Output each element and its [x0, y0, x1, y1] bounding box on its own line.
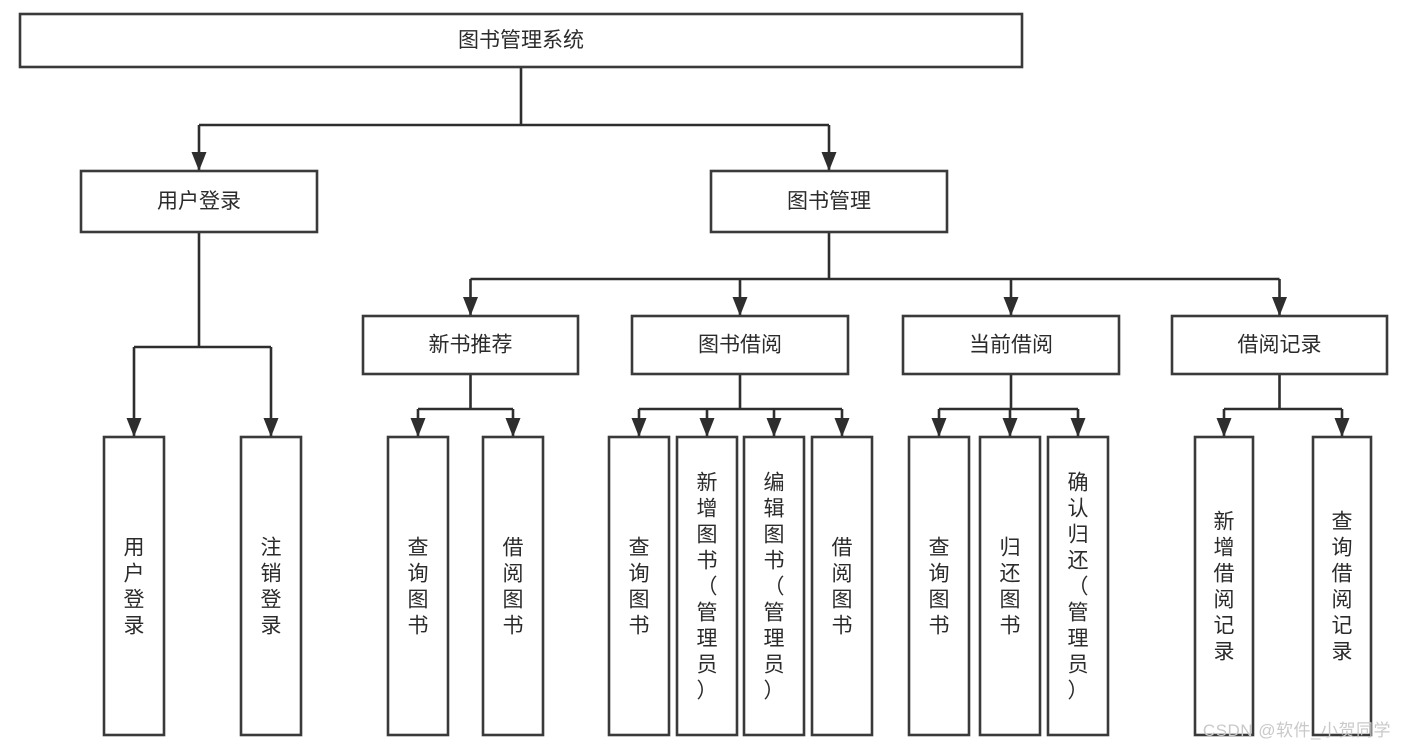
node-label-leaf-borrow-book-bb: 借阅图书 [832, 536, 853, 637]
arrow-head-icon [931, 418, 947, 437]
node-box-new-book-rec[interactable] [361, 314, 580, 376]
arrow-head-icon [1003, 297, 1019, 316]
node-box-leaf-query-record[interactable] [1311, 435, 1373, 737]
node-new-book-rec[interactable]: 新书推荐 [361, 314, 580, 376]
edge-group-root [191, 67, 837, 171]
node-label-leaf-query-book-bb: 查询图书 [629, 536, 650, 637]
node-label-leaf-borrow-book-rec: 借阅图书 [503, 536, 524, 637]
node-label-leaf-query-book-rec: 查询图书 [408, 536, 429, 637]
node-book-manage[interactable]: 图书管理 [709, 169, 949, 234]
arrow-head-icon [1272, 297, 1287, 316]
node-box-leaf-confirm-return[interactable] [1046, 435, 1110, 737]
edge-group-user-login [126, 232, 279, 437]
node-label-book-manage: 图书管理 [787, 190, 871, 213]
node-label-leaf-edit-book: 编辑图书（管理员） [764, 471, 785, 702]
node-box-leaf-add-record[interactable] [1193, 435, 1255, 737]
node-box-current-borrow[interactable] [901, 314, 1121, 376]
node-label-leaf-add-book: 新增图书（管理员） [697, 471, 718, 702]
arrow-head-icon [631, 418, 647, 437]
node-root[interactable]: 图书管理系统 [18, 12, 1024, 69]
node-label-leaf-query-record: 查询借阅记录 [1332, 510, 1353, 663]
arrow-head-icon [1002, 418, 1018, 437]
node-label-leaf-return-book: 归还图书 [1000, 536, 1021, 637]
node-label-leaf-confirm-return: 确认归还（管理员） [1068, 471, 1089, 702]
arrow-head-icon [1070, 418, 1086, 437]
node-label-root: 图书管理系统 [458, 29, 584, 52]
node-box-root[interactable] [18, 12, 1024, 69]
arrow-head-icon [1334, 418, 1350, 437]
edge-group-current-borrow [931, 374, 1086, 437]
node-leaf-add-record[interactable]: 新增借阅记录 [1193, 435, 1255, 737]
node-label-leaf-add-record: 新增借阅记录 [1214, 510, 1235, 663]
arrow-head-icon [821, 152, 837, 171]
node-box-book-manage[interactable] [709, 169, 949, 234]
node-box-leaf-user-logout[interactable] [239, 435, 303, 737]
node-label-leaf-user-login: 用户登录 [124, 536, 145, 637]
node-leaf-query-book-rec[interactable]: 查询图书 [386, 435, 450, 737]
node-leaf-query-record[interactable]: 查询借阅记录 [1311, 435, 1373, 737]
node-leaf-user-login[interactable]: 用户登录 [102, 435, 166, 737]
node-book-borrow[interactable]: 图书借阅 [630, 314, 850, 376]
node-leaf-query-book-cb[interactable]: 查询图书 [907, 435, 971, 737]
node-layer: 图书管理系统用户登录图书管理新书推荐图书借阅当前借阅借阅记录用户登录注销登录查询… [18, 12, 1389, 737]
node-box-leaf-add-book[interactable] [675, 435, 739, 737]
arrow-head-icon [191, 152, 207, 171]
node-current-borrow[interactable]: 当前借阅 [901, 314, 1121, 376]
node-label-book-borrow: 图书借阅 [698, 334, 782, 357]
arrow-head-icon [699, 418, 715, 437]
edge-group-book-manage [463, 232, 1287, 316]
node-box-user-login[interactable] [79, 169, 319, 234]
arrow-head-icon [834, 418, 850, 437]
node-label-current-borrow: 当前借阅 [969, 334, 1053, 357]
connector-layer [126, 67, 1350, 437]
node-leaf-add-book[interactable]: 新增图书（管理员） [675, 435, 739, 737]
node-leaf-confirm-return[interactable]: 确认归还（管理员） [1046, 435, 1110, 737]
arrow-head-icon [766, 418, 782, 437]
node-label-borrow-record: 借阅记录 [1238, 334, 1322, 357]
arrow-head-icon [1216, 418, 1232, 437]
node-box-leaf-query-book-bb[interactable] [607, 435, 671, 737]
node-borrow-record[interactable]: 借阅记录 [1170, 314, 1389, 376]
node-leaf-borrow-book-bb[interactable]: 借阅图书 [810, 435, 874, 737]
node-box-leaf-query-book-cb[interactable] [907, 435, 971, 737]
node-leaf-query-book-bb[interactable]: 查询图书 [607, 435, 671, 737]
node-leaf-user-logout[interactable]: 注销登录 [239, 435, 303, 737]
node-leaf-borrow-book-rec[interactable]: 借阅图书 [481, 435, 545, 737]
edge-group-book-borrow [631, 374, 850, 437]
arrow-head-icon [463, 297, 478, 316]
arrow-head-icon [732, 297, 748, 316]
node-box-leaf-borrow-book-rec[interactable] [481, 435, 545, 737]
node-box-book-borrow[interactable] [630, 314, 850, 376]
node-label-leaf-user-logout: 注销登录 [261, 536, 282, 637]
arrow-head-icon [410, 418, 426, 437]
edge-group-borrow-record [1216, 374, 1350, 437]
node-box-leaf-borrow-book-bb[interactable] [810, 435, 874, 737]
node-leaf-edit-book[interactable]: 编辑图书（管理员） [742, 435, 806, 737]
node-box-leaf-query-book-rec[interactable] [386, 435, 450, 737]
node-label-new-book-rec: 新书推荐 [429, 334, 513, 357]
node-leaf-return-book[interactable]: 归还图书 [978, 435, 1042, 737]
node-box-leaf-edit-book[interactable] [742, 435, 806, 737]
edge-group-new-book-rec [410, 374, 521, 437]
node-box-leaf-return-book[interactable] [978, 435, 1042, 737]
node-box-borrow-record[interactable] [1170, 314, 1389, 376]
arrow-head-icon [505, 418, 521, 437]
node-user-login[interactable]: 用户登录 [79, 169, 319, 234]
arrow-head-icon [263, 418, 279, 437]
node-box-leaf-user-login[interactable] [102, 435, 166, 737]
node-label-user-login: 用户登录 [157, 190, 241, 213]
node-label-leaf-query-book-cb: 查询图书 [929, 536, 950, 637]
arrow-head-icon [126, 418, 142, 437]
